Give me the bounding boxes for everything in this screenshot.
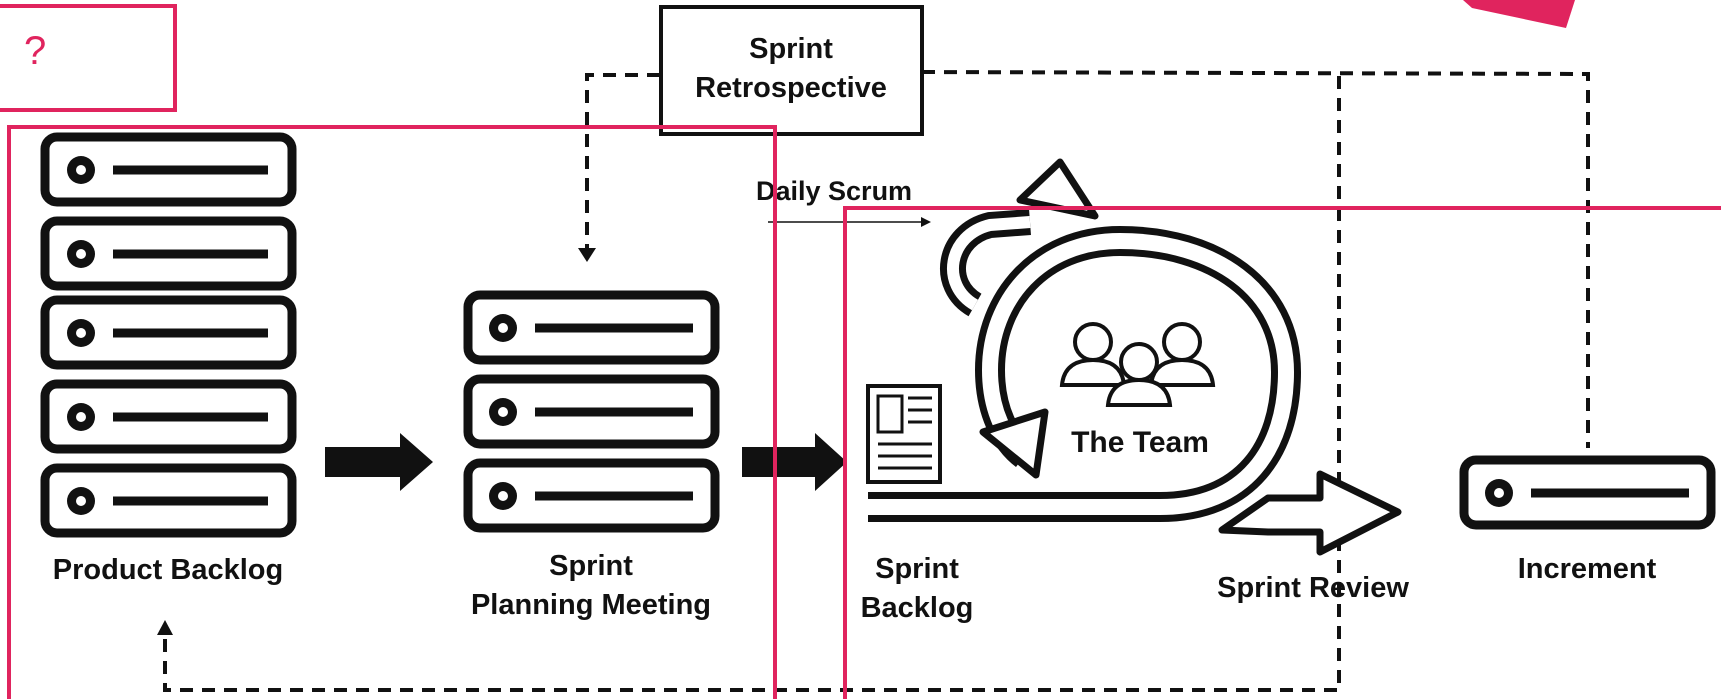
retro-to-planning-arrowhead	[578, 248, 596, 262]
retro-to-planning-dashed-line	[585, 73, 660, 248]
retro-to-increment-dashed-line	[921, 70, 1590, 448]
sprint-planning-stack: Sprint Planning Meeting	[463, 290, 720, 621]
scrum-cycle-swirl	[868, 158, 1402, 556]
backlog-item	[40, 132, 297, 207]
planning-item	[463, 290, 720, 365]
backlog-to-planning-arrow	[325, 433, 433, 491]
sprint-backlog-label-line2: Backlog	[861, 592, 974, 624]
sprint-retrospective-box	[659, 5, 924, 136]
question-highlight-box	[0, 4, 177, 112]
backlog-item	[40, 216, 297, 291]
daily-scrum-label: Daily Scrum	[756, 176, 912, 206]
sprint-retrospective-node: Sprint Retrospective	[659, 5, 924, 136]
sprint-planning-label-line2: Planning Meeting	[471, 589, 711, 621]
team-people-icon	[1059, 322, 1216, 407]
product-backlog-label: Product Backlog	[53, 554, 283, 586]
increment-stack: Increment	[1459, 455, 1716, 585]
backlog-return-arrowhead	[157, 620, 173, 635]
question-mark-label: ?	[24, 29, 46, 73]
daily-scrum-node: Daily Scrum	[756, 176, 931, 227]
sprint-retrospective-label-line2: Retrospective	[695, 72, 887, 104]
planning-region-highlight-box	[7, 125, 777, 699]
corner-badge	[1463, 0, 1575, 28]
the-team-label: The Team	[1071, 426, 1209, 459]
increment-label: Increment	[1518, 553, 1657, 585]
sprint-review-label: Sprint Review	[1217, 572, 1409, 604]
sprint-backlog-label-line1: Sprint	[875, 553, 959, 585]
increment-item	[1459, 455, 1716, 530]
sprint-planning-label-line1: Sprint	[549, 550, 633, 582]
product-backlog-stack: Product Backlog	[40, 132, 297, 586]
review-to-backlog-dashed-line	[163, 76, 1341, 692]
feedback-lines	[157, 70, 1590, 692]
backlog-item	[40, 463, 297, 538]
sprint-review-arrow	[1218, 470, 1402, 556]
sprint-region-highlight-box	[843, 206, 1721, 699]
planning-item	[463, 374, 720, 449]
backlog-item	[40, 295, 297, 370]
sprint-backlog-document-icon	[866, 384, 942, 484]
sprint-loop-arrowhead	[979, 408, 1049, 479]
sprint-retrospective-label-line1: Sprint	[749, 33, 833, 65]
planning-to-sprint-backlog-arrow	[742, 433, 847, 491]
planning-item	[463, 458, 720, 533]
backlog-item	[40, 379, 297, 454]
